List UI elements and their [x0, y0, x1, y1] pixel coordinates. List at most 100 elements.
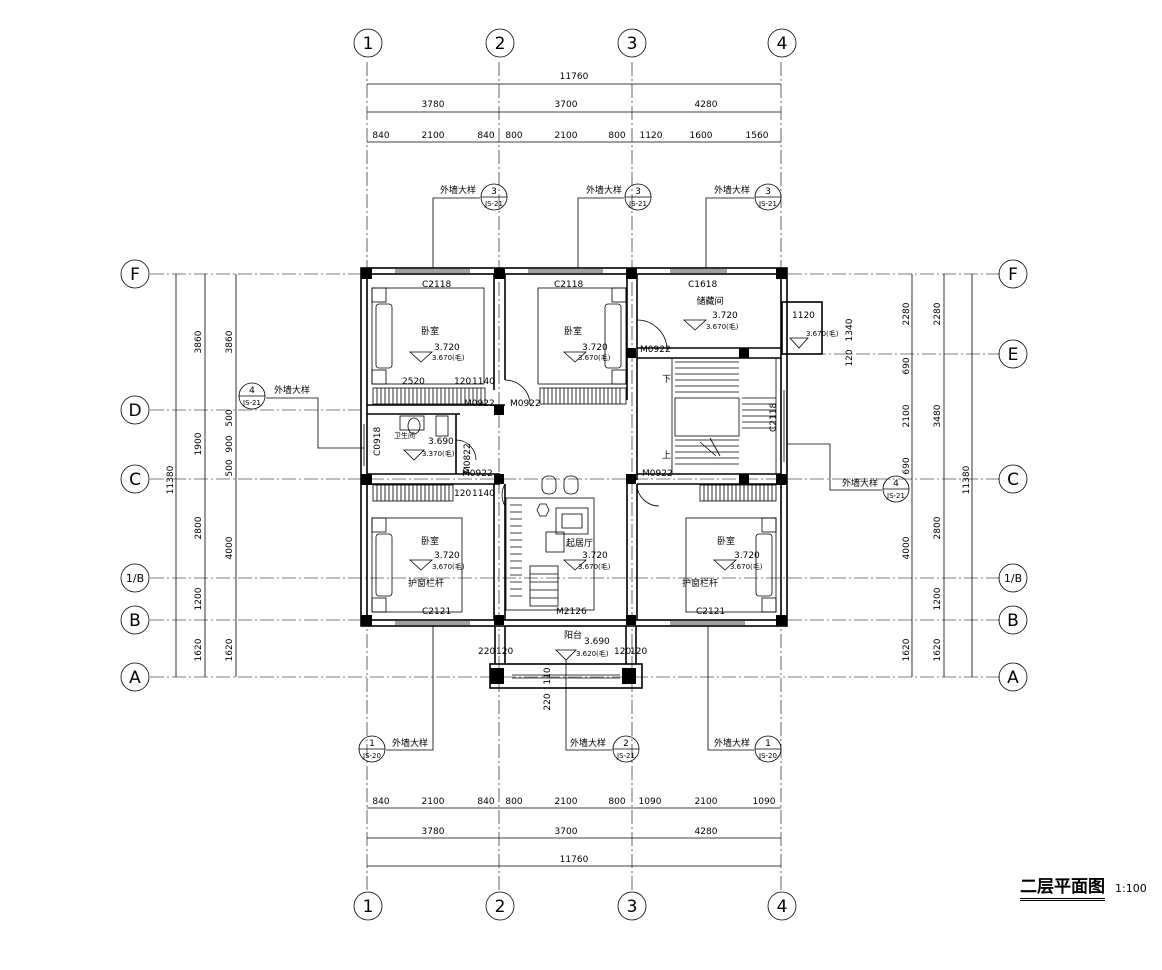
callout-bottom-3: 外墙大样 1 JS-20 — [707, 626, 782, 763]
axis-bubble-top-3: 3 — [617, 28, 647, 58]
svg-text:C2118: C2118 — [422, 280, 451, 290]
svg-text:1090: 1090 — [753, 797, 776, 807]
room-bedroom-n: 卧室 3.720 3.670(毛) — [564, 325, 611, 362]
drawing-scale: 1:100 — [1115, 882, 1147, 895]
internal-dimensions: 2520 120 1140 120 1140 1120 1340 120 220… — [402, 311, 855, 711]
axis-bubble-left-A: A — [120, 662, 150, 692]
svg-text:E: E — [1008, 345, 1019, 365]
callout-top-3: 外墙大样 3 JS-21 — [705, 183, 782, 268]
svg-text:JS-21: JS-21 — [758, 200, 777, 208]
svg-text:500: 500 — [225, 459, 235, 476]
svg-text:1200: 1200 — [933, 587, 943, 610]
svg-text:3780: 3780 — [422, 827, 445, 837]
grid-lines — [150, 62, 1000, 890]
svg-text:M0822: M0822 — [463, 443, 473, 474]
svg-text:1620: 1620 — [902, 638, 912, 661]
svg-text:2100: 2100 — [555, 131, 578, 141]
svg-text:11380: 11380 — [962, 465, 972, 494]
svg-text:卫生间: 卫生间 — [394, 431, 415, 440]
svg-text:840: 840 — [477, 797, 494, 807]
callout-bottom-1: 外墙大样 1 JS-20 — [358, 626, 434, 763]
svg-text:3.720: 3.720 — [434, 343, 460, 353]
drawing-title: 二层平面图 — [1020, 872, 1105, 901]
svg-text:1200: 1200 — [194, 587, 204, 610]
left-dimensions: 11380 3860 1900 2800 1200 1620 3860 4000… — [166, 274, 237, 677]
svg-text:3780: 3780 — [422, 100, 445, 110]
svg-text:C0918: C0918 — [373, 427, 383, 456]
svg-text:3.720: 3.720 — [582, 551, 608, 561]
svg-text:3.720: 3.720 — [712, 311, 738, 321]
svg-text:下: 下 — [662, 375, 671, 385]
svg-text:2280: 2280 — [933, 302, 943, 325]
axis-bubble-bottom-2: 2 — [485, 891, 515, 921]
svg-text:外墙大样: 外墙大样 — [440, 184, 476, 196]
axis-bubble-top-2: 2 — [485, 28, 515, 58]
svg-text:4000: 4000 — [225, 536, 235, 559]
axis-bubble-top-4: 4 — [767, 28, 797, 58]
svg-text:JS-21: JS-21 — [242, 399, 261, 407]
svg-text:3: 3 — [627, 897, 638, 917]
svg-text:2100: 2100 — [695, 797, 718, 807]
svg-text:阳台: 阳台 — [564, 629, 582, 641]
svg-text:2: 2 — [623, 739, 629, 749]
svg-text:B: B — [1007, 611, 1019, 631]
bed-n — [537, 287, 627, 385]
svg-text:11760: 11760 — [560, 855, 589, 865]
svg-text:4: 4 — [893, 479, 899, 489]
svg-text:840: 840 — [372, 131, 389, 141]
svg-text:M0922: M0922 — [640, 345, 671, 355]
svg-text:护窗栏杆: 护窗栏杆 — [408, 577, 444, 589]
room-storage: 储藏间 3.720 3.670(毛) — [696, 295, 738, 331]
axis-bubble-left-D: D — [120, 395, 150, 425]
svg-text:1620: 1620 — [194, 638, 204, 661]
svg-text:3.720: 3.720 — [734, 551, 760, 561]
svg-text:500: 500 — [225, 409, 235, 426]
right-dimensions: 2280 690 2100 690 4000 1620 2280 3480 28… — [902, 274, 973, 677]
svg-text:840: 840 — [372, 797, 389, 807]
svg-text:外墙大样: 外墙大样 — [842, 477, 878, 489]
svg-text:1/B: 1/B — [126, 572, 144, 585]
svg-text:3.720: 3.720 — [582, 343, 608, 353]
bed-nw — [371, 287, 485, 385]
svg-text:110: 110 — [543, 667, 553, 684]
axis-bubble-right-E: E — [998, 339, 1028, 369]
axis-bubble-right-F: F — [998, 259, 1028, 289]
svg-text:外墙大样: 外墙大样 — [274, 384, 310, 396]
svg-text:4: 4 — [777, 34, 788, 54]
svg-text:2520: 2520 — [402, 377, 425, 387]
svg-text:M0922: M0922 — [462, 469, 493, 479]
svg-text:11760: 11760 — [560, 72, 589, 82]
svg-text:800: 800 — [608, 797, 625, 807]
svg-text:1340: 1340 — [845, 318, 855, 341]
svg-text:C: C — [129, 470, 141, 490]
bay-elevation: 3.670(毛) — [806, 329, 839, 338]
svg-text:护窗栏杆: 护窗栏杆 — [682, 577, 718, 589]
callout-top-2: 外墙大样 3 JS-21 — [577, 183, 652, 268]
room-wc: 卫生间 3.690 3.370(毛) — [394, 431, 455, 458]
svg-text:2100: 2100 — [422, 797, 445, 807]
svg-text:1120: 1120 — [640, 131, 663, 141]
svg-text:卧室: 卧室 — [421, 325, 439, 337]
svg-text:800: 800 — [505, 797, 522, 807]
svg-text:起居厅: 起居厅 — [566, 538, 593, 549]
svg-text:A: A — [1007, 668, 1019, 688]
svg-text:C: C — [1007, 470, 1019, 490]
svg-text:2: 2 — [495, 34, 506, 54]
svg-text:储藏间: 储藏间 — [696, 295, 723, 307]
svg-text:120: 120 — [630, 647, 647, 657]
staircase: 下 上 — [662, 357, 777, 475]
svg-text:4: 4 — [777, 897, 788, 917]
svg-text:上: 上 — [662, 450, 671, 461]
svg-text:2800: 2800 — [194, 516, 204, 539]
svg-text:800: 800 — [608, 131, 625, 141]
svg-text:JS-21: JS-21 — [886, 492, 905, 500]
svg-text:4000: 4000 — [902, 536, 912, 559]
bottom-dimensions: 840 2100 840 800 2100 800 1090 2100 1090… — [367, 797, 781, 867]
top-dimensions: 11760 3780 3700 4280 840 2100 840 800 21… — [367, 72, 781, 143]
svg-text:3.690: 3.690 — [428, 437, 454, 447]
svg-text:220: 220 — [543, 693, 553, 710]
axis-bubble-right-A: A — [998, 662, 1028, 692]
structural-columns — [361, 268, 787, 684]
room-bedroom-sw: 卧室 3.720 3.670(毛) — [421, 535, 465, 571]
svg-text:2: 2 — [495, 897, 506, 917]
